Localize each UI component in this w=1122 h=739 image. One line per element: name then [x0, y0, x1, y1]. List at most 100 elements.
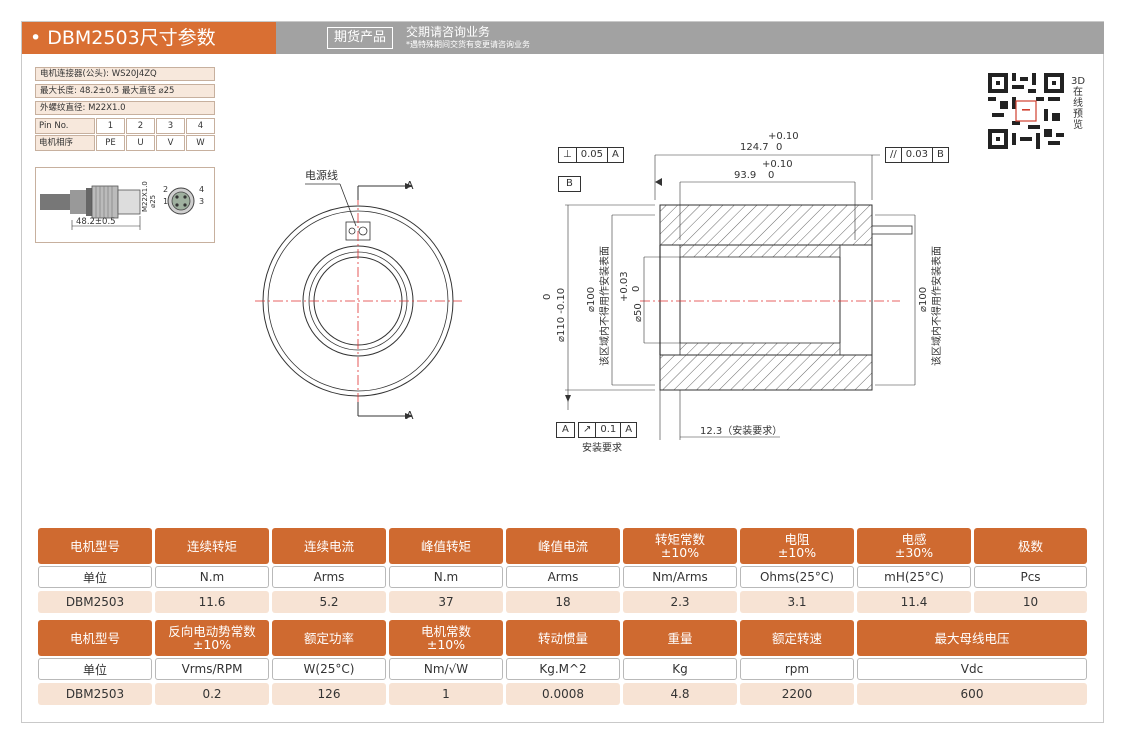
id100-left-label: ⌀100: [586, 286, 597, 312]
t2-header-bemf: 反向电动势常数 ±10%: [155, 620, 269, 656]
connector-pin-label-4: 4: [199, 185, 205, 194]
t2-header-inertia: 转动惯量: [506, 620, 620, 656]
t2-header-model: 电机型号: [38, 620, 152, 656]
t2-value-motor-const: 1: [389, 683, 503, 705]
len-body-tol-lower: 0: [768, 170, 775, 181]
connector-drawing: 48.2±0.5 M22X1.0 ⌀25 2 1 4 3: [35, 167, 215, 243]
t2-unit-inertia: Kg.M^2: [506, 658, 620, 680]
connector-length-dim: 48.2±0.5: [76, 217, 116, 227]
connector-info: 电机连接器(公头): WS20J4ZQ 最大长度: 48.2±0.5 最大直径 …: [35, 67, 215, 243]
len-body-value: 93.9: [734, 170, 757, 181]
t2-value-rated-speed: 2200: [740, 683, 854, 705]
cable-label: 电源线: [305, 169, 338, 182]
t2-header-rated-speed: 额定转速: [740, 620, 854, 656]
t1-header-inductance: 电感 ±30%: [857, 528, 971, 564]
runout-frame: ↗ 0.1 A: [578, 422, 638, 438]
t2-value-bemf: 0.2: [155, 683, 269, 705]
id100-right-label: ⌀100: [918, 286, 929, 312]
phase-pe: PE: [96, 135, 125, 151]
qr-caption: 3D在线预览: [1071, 76, 1086, 131]
t1-header-cont-torque: 连续转矩: [155, 528, 269, 564]
len-total-value: 124.7: [740, 142, 769, 153]
t2-unit-label: 单位: [38, 658, 152, 680]
od-label: ⌀110 -0.10: [556, 287, 567, 342]
bore-tol-upper: +0.03: [619, 271, 630, 302]
t1-value-torque-const: 2.3: [623, 591, 737, 613]
t1-header-peak-torque: 峰值转矩: [389, 528, 503, 564]
bore-tol-lower: 0: [631, 285, 642, 292]
t1-header-poles: 极数: [974, 528, 1087, 564]
t2-unit-motor-const: Nm/√W: [389, 658, 503, 680]
t2-unit-rated-power: W(25°C): [272, 658, 386, 680]
connector-thread: 外螺纹直径: M22X1.0: [35, 101, 215, 115]
t1-unit-cont-torque: N.m: [155, 566, 269, 588]
t1-unit-torque-const: Nm/Arms: [623, 566, 737, 588]
offset-note: 12.3（安装要求）: [700, 426, 783, 437]
t2-value-weight: 4.8: [623, 683, 737, 705]
t1-header-model: 电机型号: [38, 528, 152, 564]
parallelism-value: 0.03: [902, 148, 934, 162]
t1-value-cont-current: 5.2: [272, 591, 386, 613]
id100-right-note: 该区域内不得用作安装表面: [932, 246, 943, 366]
product-tag: 期货产品: [327, 27, 394, 49]
phase-header: 电机相序: [35, 135, 95, 151]
connector-svg: [40, 185, 195, 230]
t1-header-peak-current: 峰值电流: [506, 528, 620, 564]
len-body-tol-upper: +0.10: [762, 159, 793, 170]
od-tol: 0: [542, 293, 553, 300]
header-bar: • DBM2503尺寸参数 期货产品 交期请咨询业务 *遇特殊期间交货有变更请咨…: [22, 22, 1104, 54]
t2-header-weight: 重量: [623, 620, 737, 656]
t1-value-inductance: 11.4: [857, 591, 971, 613]
perpendicularity-value: 0.05: [577, 148, 608, 162]
t2-header-rated-power: 额定功率: [272, 620, 386, 656]
t1-unit-inductance: mH(25°C): [857, 566, 971, 588]
t1-value-poles: 10: [974, 591, 1087, 613]
connector-pin-label-1: 1: [163, 197, 169, 206]
t1-value-peak-torque: 37: [389, 591, 503, 613]
pin-3: 3: [156, 118, 185, 134]
len-total-tol-lower: 0: [776, 142, 783, 153]
parallelism-ref: B: [937, 149, 944, 160]
pin-2: 2: [126, 118, 155, 134]
page-frame: [21, 21, 1104, 723]
datum-b-label: B: [566, 178, 573, 189]
qr-code-icon: [988, 73, 1064, 149]
lead-time-subnote: *遇特殊期间交货有变更请咨询业务: [406, 40, 530, 49]
parallelism-icon: //: [886, 148, 902, 162]
t2-unit-rated-speed: rpm: [740, 658, 854, 680]
phase-v: V: [156, 135, 185, 151]
connector-pin-label-3: 3: [199, 197, 205, 206]
t1-unit-label: 单位: [38, 566, 152, 588]
front-view: [255, 183, 462, 419]
pin-4: 4: [186, 118, 215, 134]
t1-unit-peak-torque: N.m: [389, 566, 503, 588]
connector-model: 电机连接器(公头): WS20J4ZQ: [35, 67, 215, 81]
connector-length: 最大长度: 48.2±0.5 最大直径 ⌀25: [35, 84, 215, 98]
len-total-tol-upper: +0.10: [768, 131, 799, 142]
t1-header-resistance: 电阻 ±10%: [740, 528, 854, 564]
side-view: [565, 154, 916, 440]
t2-value-model: DBM2503: [38, 683, 152, 705]
t2-unit-max-bus-voltage: Vdc: [857, 658, 1087, 680]
t2-header-motor-const: 电机常数 ±10%: [389, 620, 503, 656]
t2-unit-bemf: Vrms/RPM: [155, 658, 269, 680]
t1-value-model: DBM2503: [38, 591, 152, 613]
phase-w: W: [186, 135, 215, 151]
phase-u: U: [126, 135, 155, 151]
parallelism-frame: // 0.03 B: [885, 147, 949, 163]
t1-value-resistance: 3.1: [740, 591, 854, 613]
t1-header-torque-const: 转矩常数 ±10%: [623, 528, 737, 564]
t1-header-cont-current: 连续电流: [272, 528, 386, 564]
datum-a-label: A: [562, 424, 569, 435]
perpendicularity-frame: ⊥ 0.05 A: [558, 147, 624, 163]
t2-header-max-bus-voltage: 最大母线电压: [857, 620, 1087, 656]
qr-code[interactable]: [988, 73, 1064, 149]
pin-header: Pin No.: [35, 118, 95, 134]
section-marker-bottom: A: [406, 409, 414, 422]
t1-value-peak-current: 18: [506, 591, 620, 613]
page-title: • DBM2503尺寸参数: [22, 22, 276, 54]
perpendicularity-ref: A: [611, 149, 619, 160]
connector-pin-label-2: 2: [163, 185, 169, 194]
pin-1: 1: [96, 118, 125, 134]
